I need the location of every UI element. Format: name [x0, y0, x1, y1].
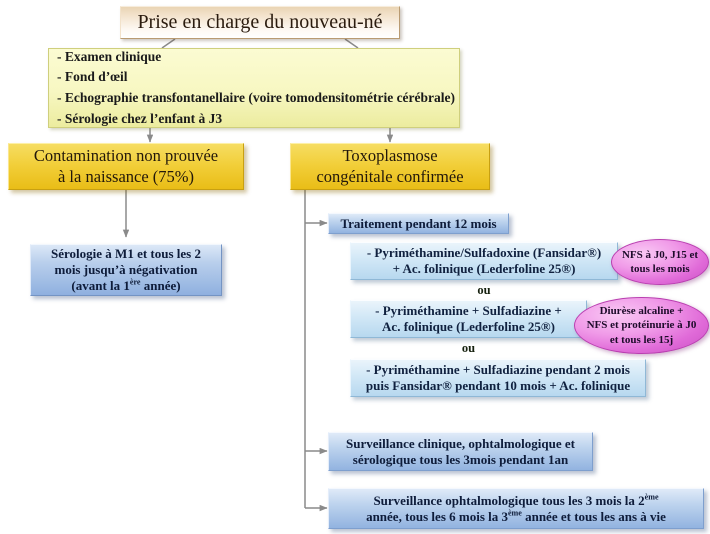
callout-2-line-3: et tous les 15j [609, 333, 674, 346]
followup-line-1: Sérologie à M1 et tous les 2 [51, 246, 201, 262]
option-2-line-2: Ac. folinique (Lederfoline 25®) [382, 319, 555, 334]
diagram-title-text: Prise en charge du nouveau-né [137, 11, 383, 34]
treatment-option-2: - Pyriméthamine + Sulfadiazine + Ac. fol… [350, 300, 587, 338]
option-3-line-1: - Pyriméthamine + Sulfadiazine pendant 2… [366, 362, 630, 378]
callout-2-line-2: NFS et protéinurie à J0 [586, 319, 697, 332]
branch-contamination-unproven: Contamination non prouvée à la naissance… [8, 143, 244, 190]
surveillance-1-line-2: sérologique tous les 3mois pendant 1an [352, 451, 569, 467]
surveillance-2-line-2: année, tous les 6 mois la 3ème année et … [366, 508, 666, 524]
option-2-line-1: - Pyriméthamine + Sulfadiazine + [375, 303, 562, 319]
callout-diuresis-monitoring: Diurèse alcaline + NFS et protéinurie à … [574, 297, 709, 354]
surveillance-1-line-1: Surveillance clinique, ophtalmologique e… [346, 435, 575, 451]
left-followup-serology-box: Sérologie à M1 et tous les 2 mois jusqu’… [30, 244, 222, 296]
callout-1-line-1: NFS à J0, J15 et [621, 248, 699, 261]
option-1-line-1: - Pyriméthamine/Sulfadoxine (Fansidar®) [366, 245, 602, 261]
callout-2-line-1: Diurèse alcaline + [599, 305, 684, 318]
exam-line-2: - Fond d’œil [57, 69, 128, 85]
callout-nfs-monitoring: NFS à J0, J15 et tous les mois [611, 239, 709, 285]
branch-right-line-1: Toxoplasmose [342, 146, 438, 166]
exam-line-1: - Examen clinique [57, 48, 162, 64]
initial-assessment-box: - Examen clinique - Fond d’œil - Echogra… [48, 48, 460, 128]
diagram-title: Prise en charge du nouveau-né [120, 6, 400, 39]
branch-right-line-2: congénitale confirmée [316, 166, 464, 186]
followup-line-2: mois jusqu’à négativation [54, 262, 198, 278]
branch-left-line-2: à la naissance (75%) [57, 166, 195, 186]
treatment-header-text: Traitement pendant 12 mois [340, 215, 497, 231]
wire-title-left [161, 38, 176, 49]
option-3-line-2: puis Fansidar® pendant 10 mois + Ac. fol… [365, 378, 631, 393]
separator-ou-2: ou [461, 341, 476, 355]
wire-title-right [344, 38, 359, 49]
surveillance-clinical-box: Surveillance clinique, ophtalmologique e… [328, 432, 593, 471]
option-1-line-2: + Ac. folinique (Lederfoline 25®) [392, 261, 576, 276]
exam-line-3: - Echographie transfontanellaire (voire … [57, 90, 456, 105]
treatment-header-box: Traitement pendant 12 mois [328, 213, 509, 234]
branch-congenital-toxoplasmosis: Toxoplasmose congénitale confirmée [290, 143, 490, 190]
treatment-option-3: - Pyriméthamine + Sulfadiazine pendant 2… [350, 359, 646, 397]
branch-left-line-1: Contamination non prouvée [33, 146, 219, 166]
surveillance-ophthalmologic-box: Surveillance ophtalmologique tous les 3 … [328, 488, 704, 529]
treatment-option-1: - Pyriméthamine/Sulfadoxine (Fansidar®) … [350, 242, 618, 280]
followup-line-3: (avant la 1ère année) [71, 277, 181, 293]
callout-1-line-2: tous les mois [630, 263, 690, 275]
separator-ou-1: ou [477, 283, 491, 297]
exam-line-4: - Sérologie chez l’enfant à J3 [57, 110, 223, 126]
surveillance-2-line-1: Surveillance ophtalmologique tous les 3 … [373, 492, 659, 508]
